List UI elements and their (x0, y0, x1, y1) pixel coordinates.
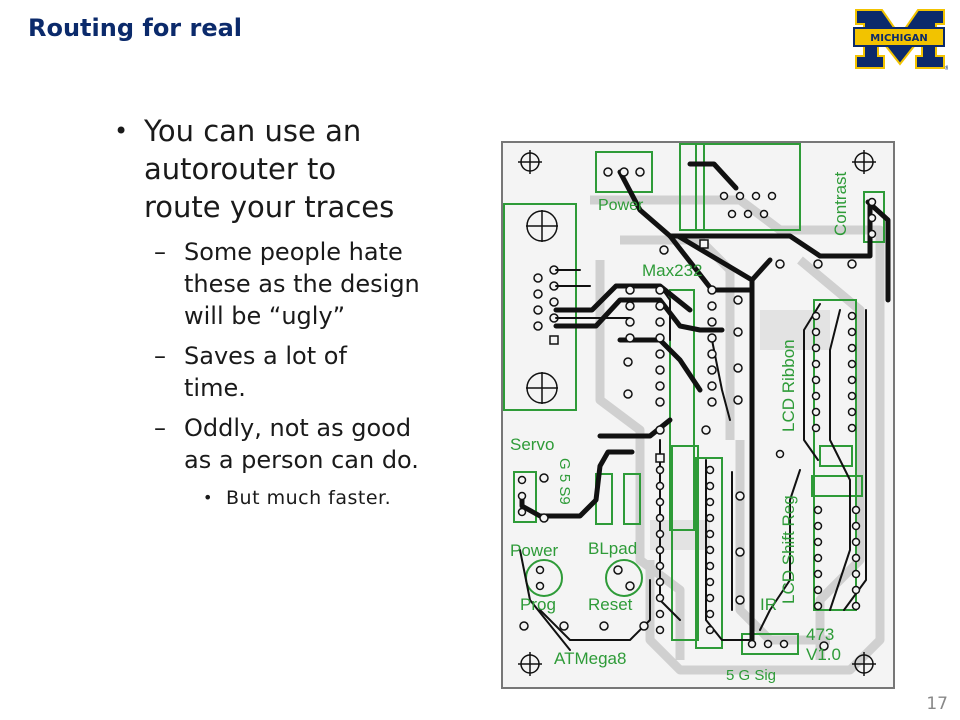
pcb-layout-image: Power Contrast Max232 LCD Ribbon Servo G… (501, 141, 895, 689)
sub-bullet-oddly: – Oddly, not as good as a person can do. (106, 412, 476, 476)
sub-sub-bullet-faster: • But much faster. (203, 487, 392, 509)
sub-bullet-oddly-line-2: as a person can do. (184, 446, 419, 474)
board-label-atmega8: ATMega8 (554, 649, 626, 668)
michigan-logo: MICHIGAN ® (853, 9, 948, 72)
slide-title: Routing for real (28, 14, 243, 42)
bullet-content: • You can use an autorouter to route you… (106, 112, 476, 512)
bullet-main-line-3: route your traces (144, 190, 395, 224)
sub-bullet-oddly-line-1: Oddly, not as good (184, 414, 412, 442)
sub-bullet-time-line-1: Saves a lot of (184, 342, 347, 370)
board-label-g5s9: G 5 S9 (556, 458, 573, 505)
board-label-blpad: BLpad (588, 539, 637, 558)
sub-bullet-ugly: – Some people hate these as the design w… (106, 236, 476, 332)
board-label-contrast: Contrast (831, 171, 850, 236)
sub-bullet-time-line-2: time. (184, 374, 246, 402)
bullet-main-line-2: autorouter to (144, 152, 337, 186)
svg-text:®: ® (944, 65, 948, 72)
board-label-power-top: Power (598, 197, 644, 214)
sub-bullet-ugly-line-3: will be “ugly” (184, 302, 346, 330)
board-label-473: 473 (806, 625, 834, 644)
logo-text: MICHIGAN (870, 33, 927, 44)
board-label-power-bottom: Power (510, 541, 559, 560)
board-label-reset: Reset (588, 595, 633, 614)
sub-bullet-ugly-line-1: Some people hate (184, 238, 403, 266)
board-label-lcd-shift-reg: LCD Shift Reg (779, 495, 798, 604)
page-number: 17 (926, 694, 948, 714)
board-label-ir: IR (760, 595, 777, 614)
board-label-servo: Servo (510, 435, 554, 454)
board-label-version: V1.0 (806, 645, 841, 664)
board-label-5gsig: 5 G Sig (726, 667, 776, 684)
sub-bullet-time: – Saves a lot of time. (106, 340, 476, 404)
board-label-lcd-ribbon: LCD Ribbon (779, 339, 798, 432)
bullet-dot: • (114, 117, 129, 145)
bullet-main: • You can use an autorouter to route you… (106, 112, 476, 226)
bullet-main-line-1: You can use an (144, 114, 362, 148)
sub-bullet-ugly-line-2: these as the design (184, 270, 420, 298)
sub-sub-bullet-faster-text: But much faster. (226, 487, 392, 509)
board-label-max232: Max232 (642, 261, 702, 280)
board-label-prog: Prog (520, 595, 556, 614)
